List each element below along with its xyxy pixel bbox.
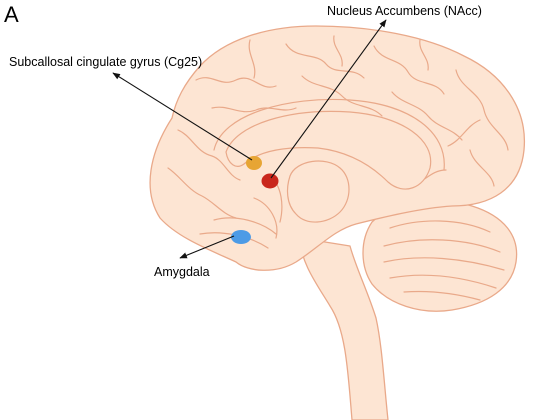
amygdala-arrow bbox=[179, 235, 235, 259]
nacc-marker[interactable] bbox=[261, 173, 279, 189]
cortical-gyri bbox=[167, 35, 509, 219]
nacc-label: Nucleus Accumbens (NAcc) bbox=[327, 4, 482, 18]
panel-letter: A bbox=[4, 2, 19, 27]
amygdala-label: Amygdala bbox=[154, 265, 210, 279]
nacc-arrow bbox=[270, 19, 387, 179]
cerebellum-folia bbox=[383, 220, 505, 301]
thalamus bbox=[286, 160, 350, 223]
brain-stem bbox=[299, 237, 389, 420]
cingulate-outline bbox=[213, 98, 445, 171]
cg25-marker[interactable] bbox=[246, 156, 262, 170]
amygdala-marker[interactable] bbox=[231, 230, 251, 244]
cg25-arrow bbox=[112, 72, 253, 161]
cg25-label: Subcallosal cingulate gyrus (Cg25) bbox=[9, 55, 202, 69]
